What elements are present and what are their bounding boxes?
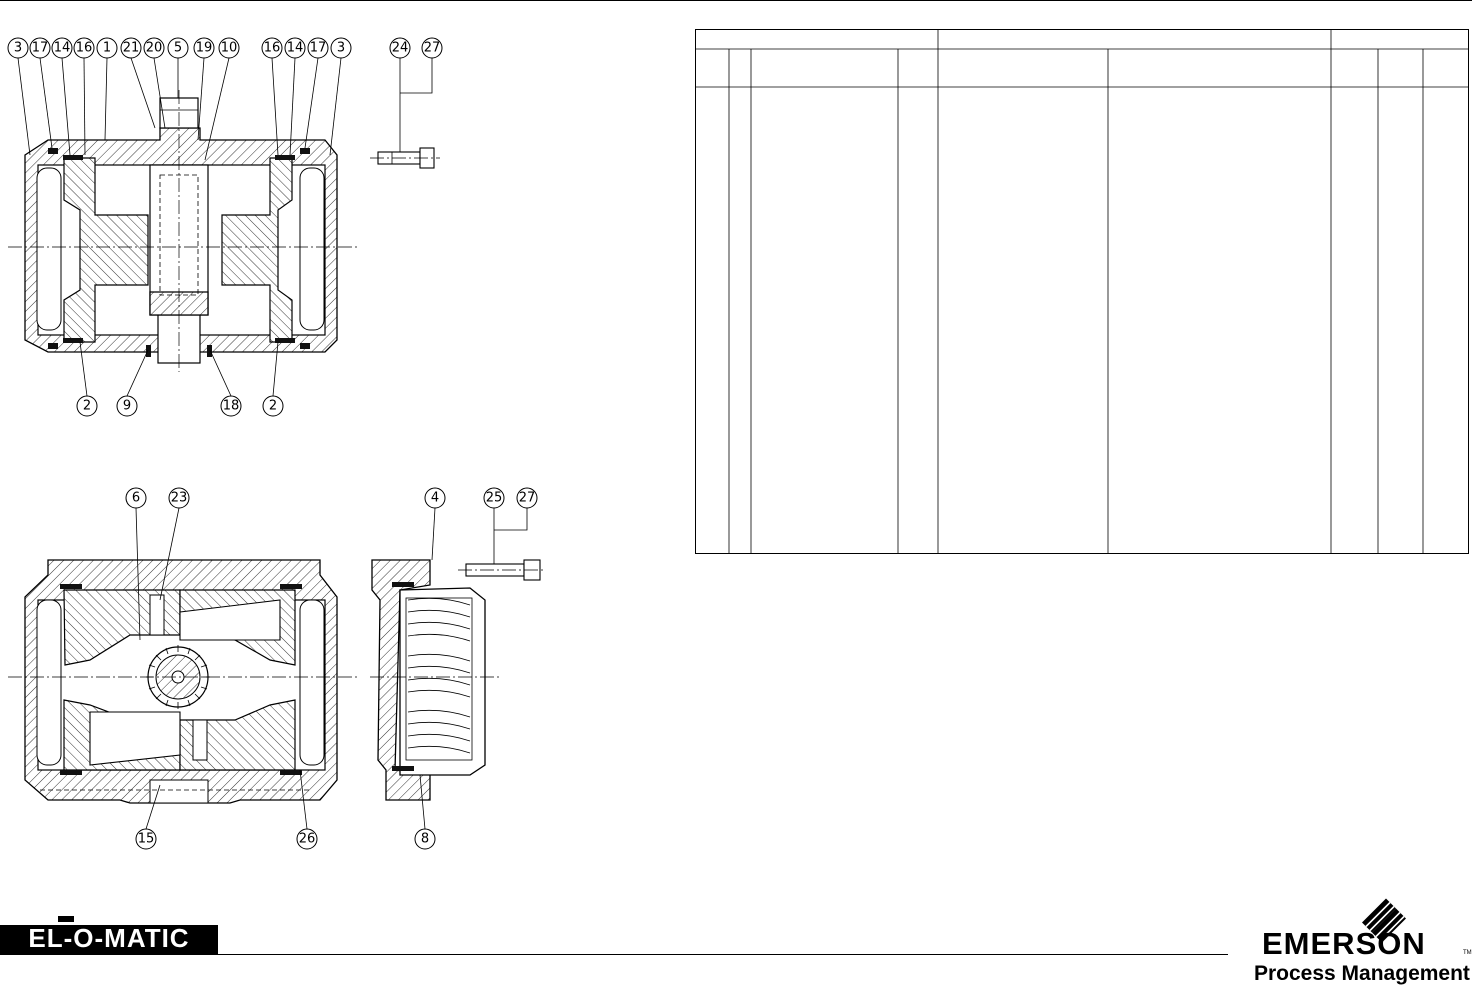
- svg-text:21: 21: [123, 41, 140, 56]
- el-o-matic-logo: EL-O-MATIC: [0, 916, 218, 954]
- svg-text:26: 26: [299, 832, 316, 847]
- svg-text:14: 14: [54, 41, 71, 56]
- callout-8: 8: [414, 828, 436, 850]
- technical-drawing: 3 17 14 16 1 21 20 5 19 10 16 14 17 3 2 …: [7, 37, 546, 850]
- callout-17-right: 17: [307, 37, 329, 59]
- svg-text:2: 2: [269, 399, 277, 414]
- top-bottom-callouts: 2 9 18 2: [76, 395, 284, 417]
- callout-23: 23: [168, 487, 190, 509]
- callout-24: 24: [389, 37, 411, 59]
- callout-10: 10: [218, 37, 240, 59]
- footer-rule: [0, 954, 1228, 955]
- callout-3-right: 3: [330, 37, 352, 59]
- springs: [405, 597, 473, 761]
- callout-18: 18: [220, 395, 242, 417]
- svg-text:18: 18: [223, 399, 240, 414]
- callout-1: 1: [96, 37, 118, 59]
- callout-5: 5: [167, 37, 189, 59]
- svg-text:3: 3: [337, 41, 345, 56]
- callout-2-left: 2: [76, 395, 98, 417]
- svg-text:19: 19: [196, 41, 213, 56]
- callout-26: 26: [296, 828, 318, 850]
- top-leaders: [17, 57, 342, 161]
- callout-27-lower: 27: [516, 487, 538, 509]
- left-piston: [63, 157, 149, 343]
- svg-text:2: 2: [83, 399, 91, 414]
- svg-text:15: 15: [138, 832, 155, 847]
- callout-17-left: 17: [29, 37, 51, 59]
- emerson-logo-mark: [1362, 898, 1406, 943]
- right-cap-cavity: [299, 167, 325, 331]
- svg-text:17: 17: [32, 41, 49, 56]
- callout-21: 21: [120, 37, 142, 59]
- callout-3-left: 3: [7, 37, 29, 59]
- callout-2-right: 2: [262, 395, 284, 417]
- callout-20: 20: [143, 37, 165, 59]
- svg-text:16: 16: [76, 41, 93, 56]
- svg-text:4: 4: [431, 491, 439, 506]
- parts-list-table: [695, 29, 1469, 554]
- callout-6: 6: [125, 487, 147, 509]
- emerson-wordmark: EMERSON: [1262, 926, 1426, 961]
- svg-text:8: 8: [421, 832, 429, 847]
- lower-section-view: [8, 559, 360, 804]
- top-section-view: [8, 90, 360, 372]
- process-management-text: Process Management: [1254, 962, 1470, 985]
- bolt-25: [458, 559, 546, 581]
- svg-text:17: 17: [310, 41, 327, 56]
- callout-19: 19: [193, 37, 215, 59]
- svg-text:9: 9: [123, 399, 131, 414]
- svg-text:14: 14: [287, 41, 304, 56]
- callout-9: 9: [116, 395, 138, 417]
- svg-text:10: 10: [221, 41, 238, 56]
- svg-text:3: 3: [14, 41, 22, 56]
- callout-16-right: 16: [261, 37, 283, 59]
- left-cap-cavity: [36, 167, 62, 331]
- svg-text:1: 1: [103, 41, 111, 56]
- callout-16-left: 16: [73, 37, 95, 59]
- bolt-lower-callouts: 25 27: [483, 487, 538, 509]
- bolt-24: [370, 147, 440, 169]
- bolt-top-callouts: 24 27: [389, 37, 443, 59]
- svg-text:27: 27: [519, 491, 536, 506]
- trademark-mark: TM: [1463, 950, 1472, 956]
- callout-14-right: 14: [284, 37, 306, 59]
- svg-text:16: 16: [264, 41, 281, 56]
- svg-text:EL-O-MATIC: EL-O-MATIC: [28, 923, 189, 953]
- callout-4: 4: [424, 487, 446, 509]
- callout-27-top: 27: [421, 37, 443, 59]
- callout-14-left: 14: [51, 37, 73, 59]
- callout-15: 15: [135, 828, 157, 850]
- svg-text:24: 24: [392, 41, 409, 56]
- svg-text:20: 20: [146, 41, 163, 56]
- svg-text:23: 23: [171, 491, 188, 506]
- callout-25: 25: [483, 487, 505, 509]
- top-callout-row: 3 17 14 16 1 21 20 5 19 10 16 14 17 3: [7, 37, 352, 59]
- svg-text:27: 27: [424, 41, 441, 56]
- svg-text:25: 25: [486, 491, 503, 506]
- svg-text:5: 5: [174, 41, 182, 56]
- pinion-cut: [149, 291, 209, 316]
- spring-cartridge-view: [370, 559, 500, 801]
- lower-callouts: 6 23 15 26: [125, 487, 318, 850]
- svg-text:6: 6: [132, 491, 140, 506]
- top-border-line: [0, 0, 1472, 1]
